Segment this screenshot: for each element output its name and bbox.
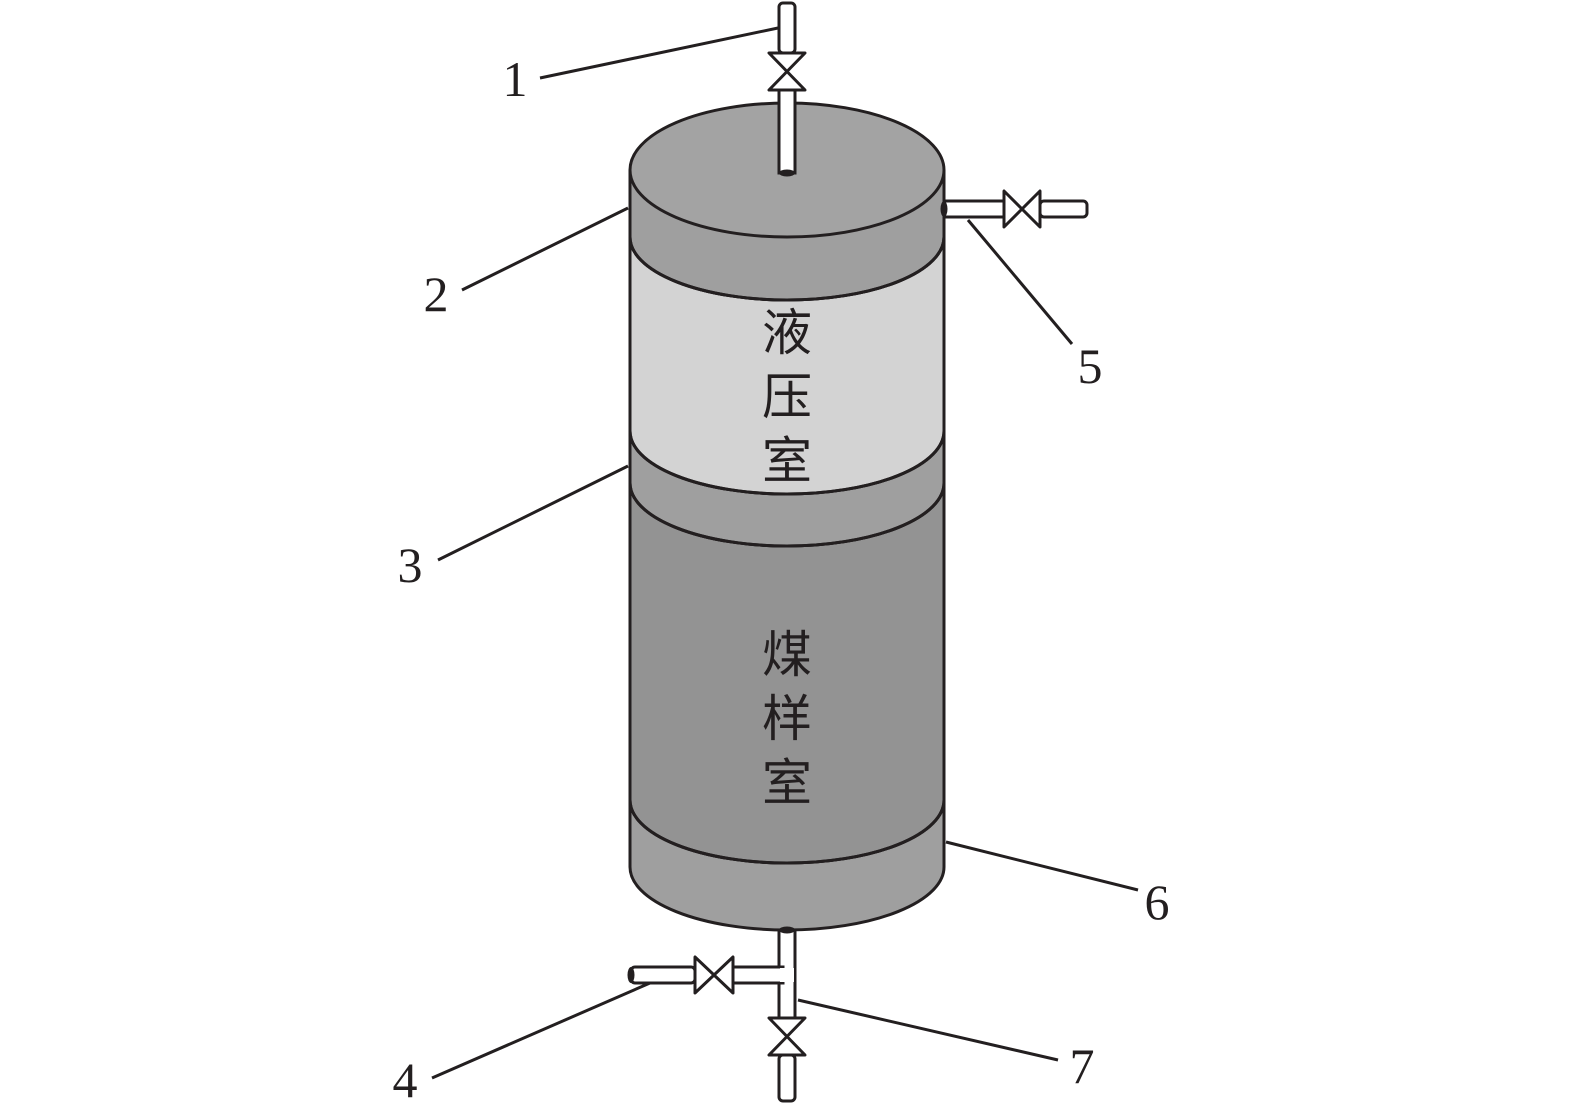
hydraulic-char-3: 室: [762, 432, 812, 490]
bottom-pipe-assembly: [627, 926, 807, 1103]
side-outlet-pipe: [940, 189, 1089, 229]
top-valve-icon: [767, 51, 807, 92]
label-5: 5: [1078, 338, 1103, 394]
part-number-labels: 1 2 3 4 5 6 7: [393, 51, 1170, 1108]
bottom-valve-icon: [767, 1016, 807, 1057]
coal-char-2: 样: [762, 690, 812, 748]
hydraulic-chamber-text: 液 压 室: [762, 304, 812, 490]
coal-chamber-text: 煤 样 室: [762, 626, 812, 812]
label-6: 6: [1145, 874, 1170, 930]
label-7: 7: [1070, 1038, 1095, 1094]
leader-lines: [431, 26, 1139, 1080]
label-3: 3: [398, 537, 423, 593]
label-4: 4: [393, 1052, 418, 1108]
coal-char-1: 煤: [762, 626, 812, 684]
hydraulic-char-2: 压: [762, 368, 812, 426]
top-inlet-pipe: [767, 1, 807, 177]
coal-char-3: 室: [762, 754, 812, 812]
bottom-left-valve-icon: [693, 955, 735, 995]
hydraulic-char-1: 液: [762, 304, 812, 362]
side-valve-icon: [1002, 189, 1042, 229]
label-2: 2: [424, 266, 449, 322]
label-1: 1: [503, 51, 528, 107]
